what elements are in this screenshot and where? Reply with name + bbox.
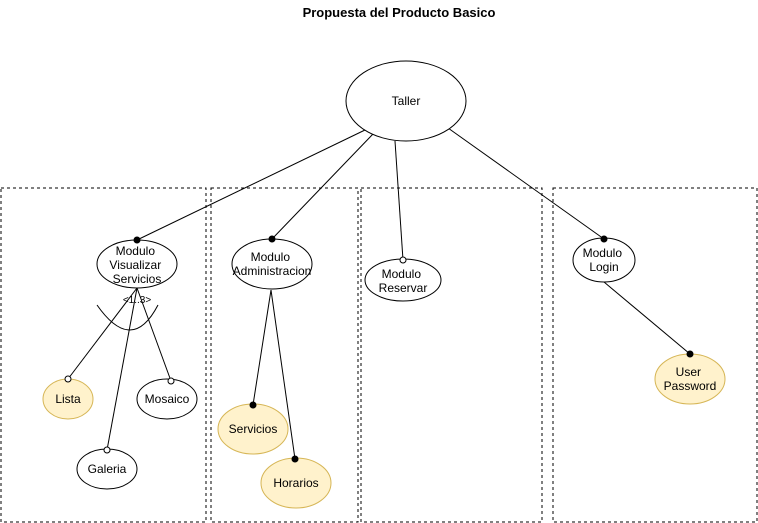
node-mosaico-label: Mosaico [145,392,190,406]
node-visualizar-label: Modulo Visualizar Servicios [109,244,164,286]
mandatory-dot-login [600,235,608,243]
node-login-label: Modulo Login [583,246,626,274]
node-servicios-label: Servicios [229,422,278,436]
edge-visualizar-mosaico [136,287,172,382]
node-user-password-label: User Password [664,365,717,393]
optional-dot-mosaico [167,377,175,385]
edge-taller-administracion [271,133,374,240]
node-taller[interactable] [345,60,467,142]
node-administracion-label: Modulo Administracion [233,250,312,278]
edge-login-userpassword [603,281,691,355]
edge-administracion-servicios [252,289,272,406]
diagram-title: Propuesta del Producto Basico [303,5,496,20]
optional-dot-reservar [399,256,407,264]
group-box-visualizar [0,187,207,523]
edge-taller-reservar [394,140,404,261]
edge-taller-visualizar [136,129,366,241]
cardinality-label: <1..3> [123,295,152,306]
group-box-administracion [210,187,359,523]
edge-visualizar-galeria [106,287,138,451]
mandatory-dot-administracion [268,235,276,243]
group-cardinality-arc [96,304,159,331]
group-box-reservar [360,187,543,523]
node-reservar-label: Modulo Reservar [379,267,428,295]
node-horarios-label: Horarios [273,476,318,490]
group-box-login [552,187,758,523]
mandatory-dot-userpassword [686,350,694,358]
node-galeria-label: Galeria [88,462,127,476]
node-taller-label: Taller [392,94,421,108]
mandatory-dot-horarios [291,455,299,463]
edge-visualizar-lista [67,287,138,380]
node-mosaico[interactable] [136,378,198,420]
optional-dot-lista [64,375,72,383]
mandatory-dot-visualizar [133,236,141,244]
edge-administracion-horarios [270,289,296,460]
optional-dot-galeria [103,446,111,454]
mandatory-dot-servicios [249,401,257,409]
edge-taller-login [447,127,605,240]
node-lista-label: Lista [55,392,81,406]
